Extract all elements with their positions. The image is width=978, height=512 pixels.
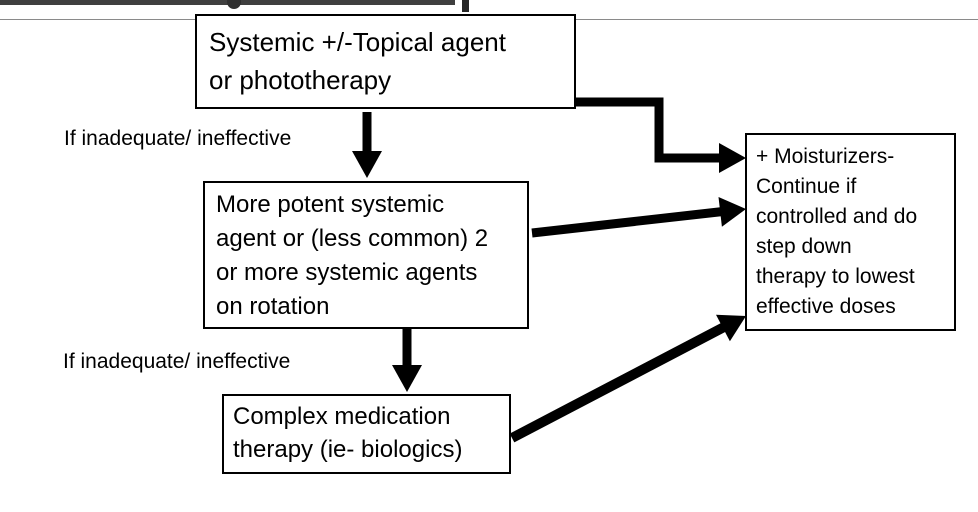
- title-letter-stem: [462, 0, 469, 12]
- flowchart-box-complex-medication: Complex medication therapy (ie- biologic…: [222, 394, 511, 474]
- flowchart-box-moisturizers: + Moisturizers- Continue if controlled a…: [745, 133, 956, 331]
- box-text-line: controlled and do: [756, 205, 918, 228]
- arrow-systemic-to-moisturizers-icon: [575, 97, 746, 173]
- box-text-line: therapy to lowest: [756, 265, 915, 288]
- label-if-inadequate-2: If inadequate/ ineffective: [63, 350, 291, 373]
- title-letter-descender: [227, 0, 241, 9]
- box-text-line: Systemic +/-Topical agent: [209, 27, 506, 57]
- box-text-line: on rotation: [216, 293, 330, 320]
- box-text-line: Continue if: [756, 175, 857, 198]
- box-text-line: therapy (ie- biologics): [233, 436, 463, 463]
- box-text-line: step down: [756, 235, 852, 258]
- arrow-more-potent-down-icon: [392, 329, 422, 392]
- box-text-line: More potent systemic: [216, 191, 445, 218]
- arrow-more-potent-to-moisturizers-icon: [531, 197, 746, 238]
- arrow-systemic-down-icon: [352, 112, 382, 178]
- flowchart-box-systemic-agent: Systemic +/-Topical agent or phototherap…: [195, 14, 576, 109]
- label-if-inadequate-1: If inadequate/ ineffective: [64, 127, 292, 150]
- arrow-complex-to-moisturizers-icon: [509, 314, 746, 443]
- flowchart-box-more-potent-systemic: More potent systemic agent or (less comm…: [203, 181, 529, 329]
- box-text-line: effective doses: [756, 295, 896, 318]
- box-text-line: agent or (less common) 2: [216, 225, 489, 252]
- box-text-line: Complex medication: [233, 403, 451, 430]
- box-text-line: or phototherapy: [209, 65, 392, 95]
- box-text-line: + Moisturizers-: [756, 145, 895, 168]
- box-text-line: or more systemic agents: [216, 259, 478, 286]
